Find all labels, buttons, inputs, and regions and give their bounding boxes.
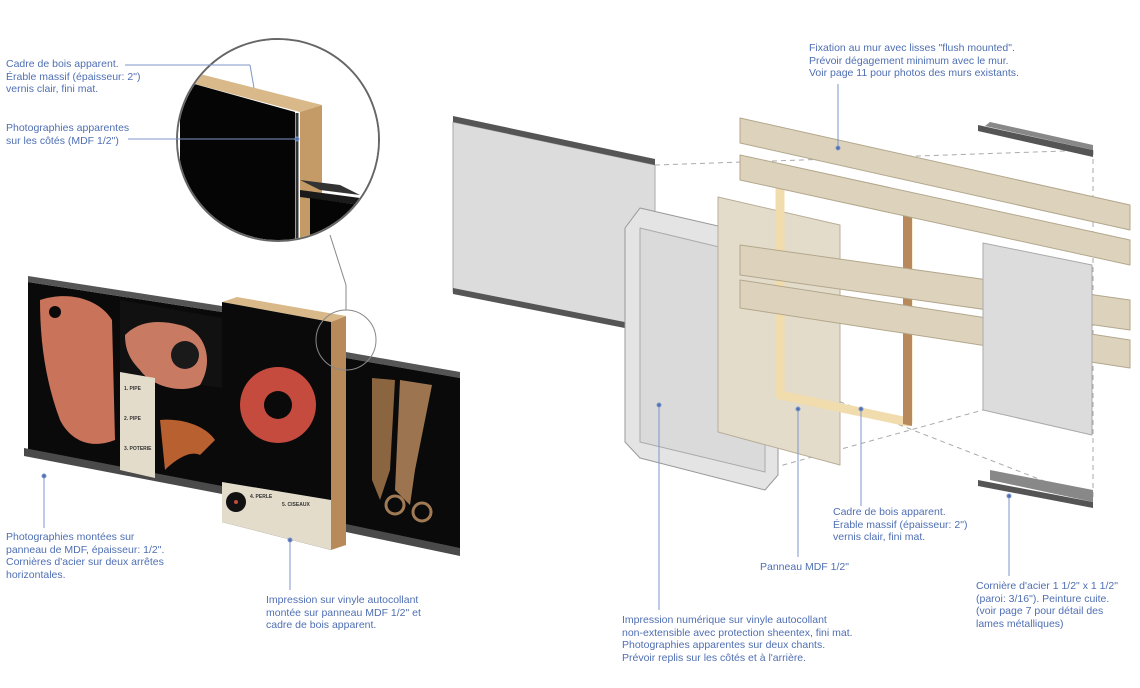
panel-item-4-text: 4. PERLE [250, 494, 273, 500]
panel-item-1-text: 1. PIPE [124, 386, 142, 392]
panel-item-3-text: 3. POTERIE [124, 446, 152, 452]
label-right-wood-frame: Cadre de bois apparent. Érable massif (é… [833, 506, 968, 543]
label-left-visible-sides: Photographies apparentes sur les côtés (… [6, 122, 130, 147]
right-exploded-view [452, 116, 1131, 508]
label-digital-print: Impression numérique sur vinyle autocoll… [622, 614, 853, 664]
label-mounted-photos: Photographies montées sur panneau de MDF… [6, 531, 165, 581]
photo-panel-right [346, 352, 460, 556]
label-vinyl-print: Impression sur vinyle autocollant montée… [266, 594, 421, 631]
vinyl-panel-center: 4. PERLE 5. CISEAUX [222, 297, 346, 550]
panel-item-2-text: 2. PIPE [124, 416, 142, 422]
photo-panel-left: 1. PIPE 2. PIPE 3. POTERIE [24, 276, 222, 494]
detail-magnifier [176, 38, 380, 242]
label-left-wood-frame: Cadre de bois apparent. Érable massif (é… [6, 58, 141, 95]
label-wall-fixation: Fixation au mur avec lisses "flush mount… [809, 42, 1019, 79]
label-steel-angle: Cornière d'acier 1 1/2" x 1 1/2" (paroi:… [976, 580, 1118, 630]
panel-item-5-text: 5. CISEAUX [282, 502, 310, 508]
label-mdf-panel: Panneau MDF 1/2" [760, 561, 849, 573]
